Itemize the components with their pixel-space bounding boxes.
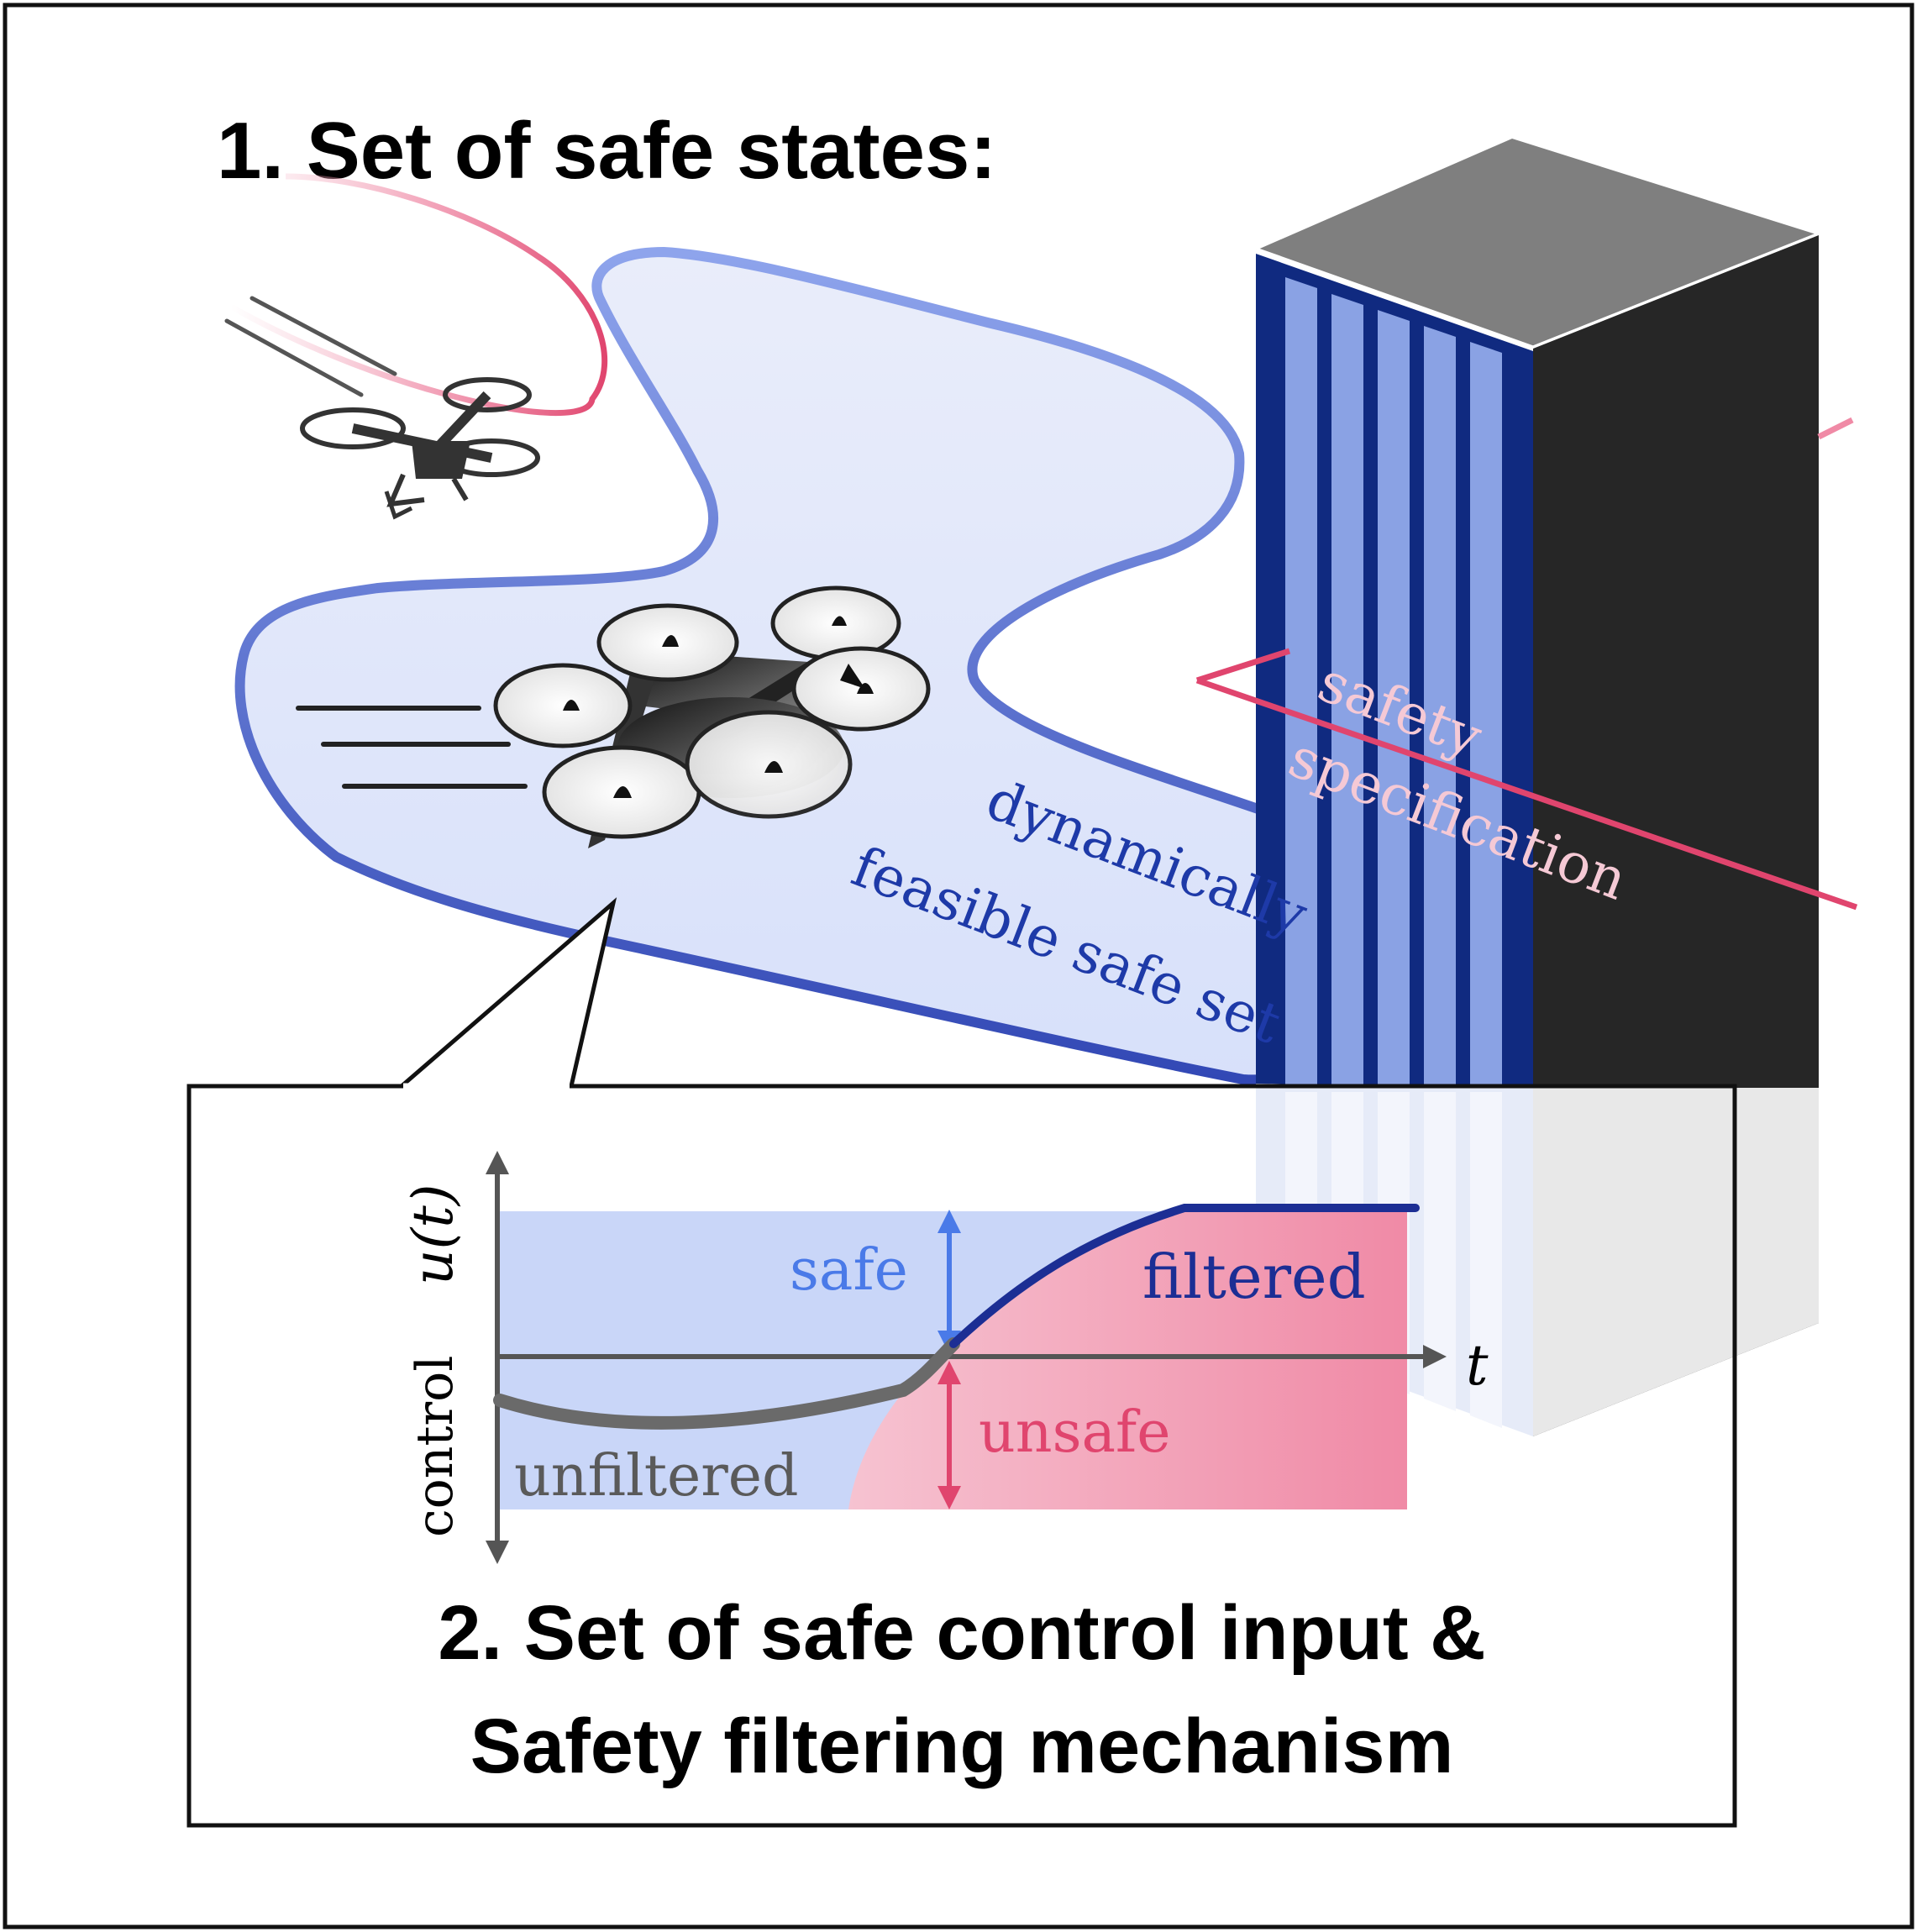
- unsafe-label: unsafe: [979, 1399, 1170, 1466]
- building-top: [1256, 139, 1819, 349]
- unsafe-region-outline: [229, 173, 608, 417]
- filtered-curve: [949, 1204, 1420, 1348]
- unfiltered-curve: [493, 1337, 960, 1430]
- section-2-title-line1: 2. Set of safe control input &: [438, 1590, 1485, 1676]
- inset-box: [186, 1084, 1737, 1828]
- unfiltered-label: unfiltered: [514, 1443, 799, 1509]
- quadrotor-icon: [493, 585, 931, 848]
- filtered-label: filtered: [1142, 1242, 1366, 1312]
- spec-line: [1195, 677, 1858, 911]
- drone-icon: [300, 377, 540, 520]
- safe-label: safe: [790, 1237, 908, 1304]
- callout-pointer: [400, 897, 617, 1088]
- y-axis-label-control: control: [406, 1356, 465, 1537]
- y-axis-label-symbol: u(t): [401, 1184, 465, 1285]
- unsafe-control-region: [848, 1211, 1407, 1509]
- spec-line-left: [1195, 648, 1291, 684]
- unsafe-arrow: [937, 1361, 961, 1509]
- spec-line-right-stub: [1817, 417, 1854, 440]
- building-icon: [1256, 254, 1533, 1092]
- x-axis-label-t: t: [1466, 1333, 1489, 1398]
- quadrotor-speed-lines: [296, 706, 528, 789]
- plot-axes: [486, 1151, 1447, 1564]
- small-drone-speed-lines: [224, 296, 397, 397]
- section-2-title-line2: Safety filtering mechanism: [470, 1704, 1454, 1789]
